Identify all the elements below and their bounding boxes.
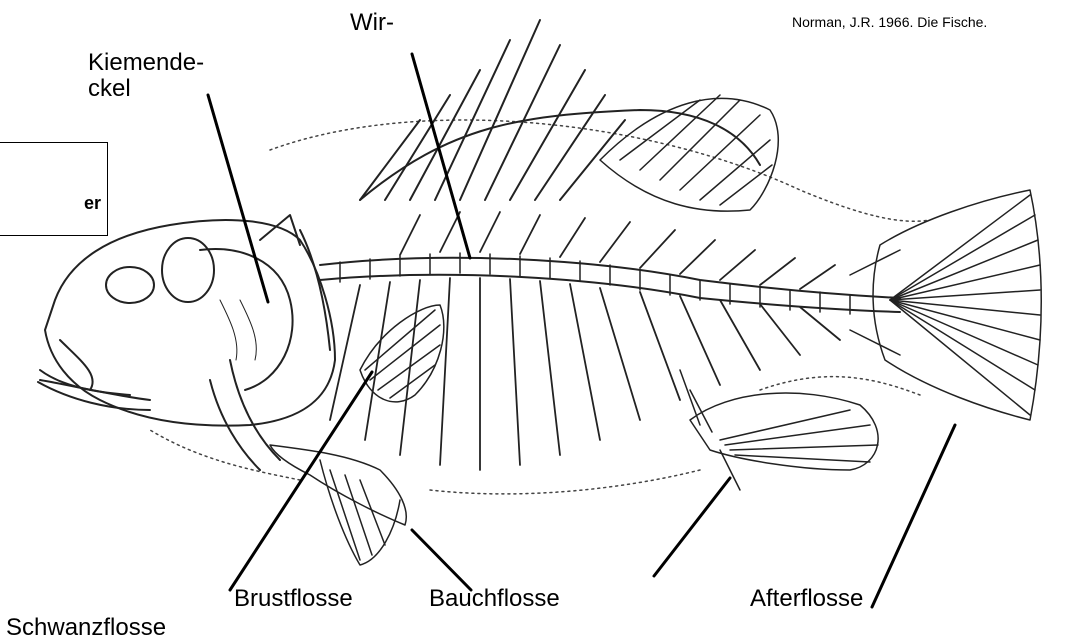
pelvic-fin bbox=[270, 445, 406, 565]
side-box-text: er bbox=[84, 193, 101, 214]
skull bbox=[40, 215, 335, 470]
leader-brustflosse bbox=[230, 372, 372, 590]
leader-kiemendeckel bbox=[208, 95, 268, 302]
leader-afterflosse bbox=[872, 425, 955, 607]
caudal-fin bbox=[850, 190, 1041, 420]
label-kiemendeckel: Kiemende- ckel bbox=[88, 50, 204, 100]
leader-wirbelsaeule bbox=[412, 54, 470, 258]
leader-lines bbox=[208, 54, 955, 607]
dorsal-spines bbox=[360, 20, 760, 200]
anal-fin bbox=[680, 370, 878, 490]
label-schwanzflosse: Schwanzflosse bbox=[6, 615, 166, 641]
label-wirbelsaeule: Wir- bbox=[350, 10, 394, 36]
leader-bauchflosse-1 bbox=[412, 530, 471, 590]
label-brustflosse: Brustflosse bbox=[234, 586, 353, 612]
ribs bbox=[330, 212, 840, 470]
label-afterflosse: Afterflosse bbox=[750, 586, 863, 612]
side-box: er bbox=[0, 142, 108, 236]
source-credit: Norman, J.R. 1966. Die Fische. bbox=[792, 14, 1032, 30]
leader-schwanzflosse bbox=[654, 478, 730, 576]
label-kiemendeckel-line2: ckel bbox=[88, 76, 204, 100]
vertebral-column bbox=[320, 253, 900, 314]
label-kiemendeckel-line1: Kiemende- bbox=[88, 49, 204, 76]
jaw bbox=[38, 370, 150, 410]
label-bauchflosse: Bauchflosse bbox=[429, 586, 560, 612]
